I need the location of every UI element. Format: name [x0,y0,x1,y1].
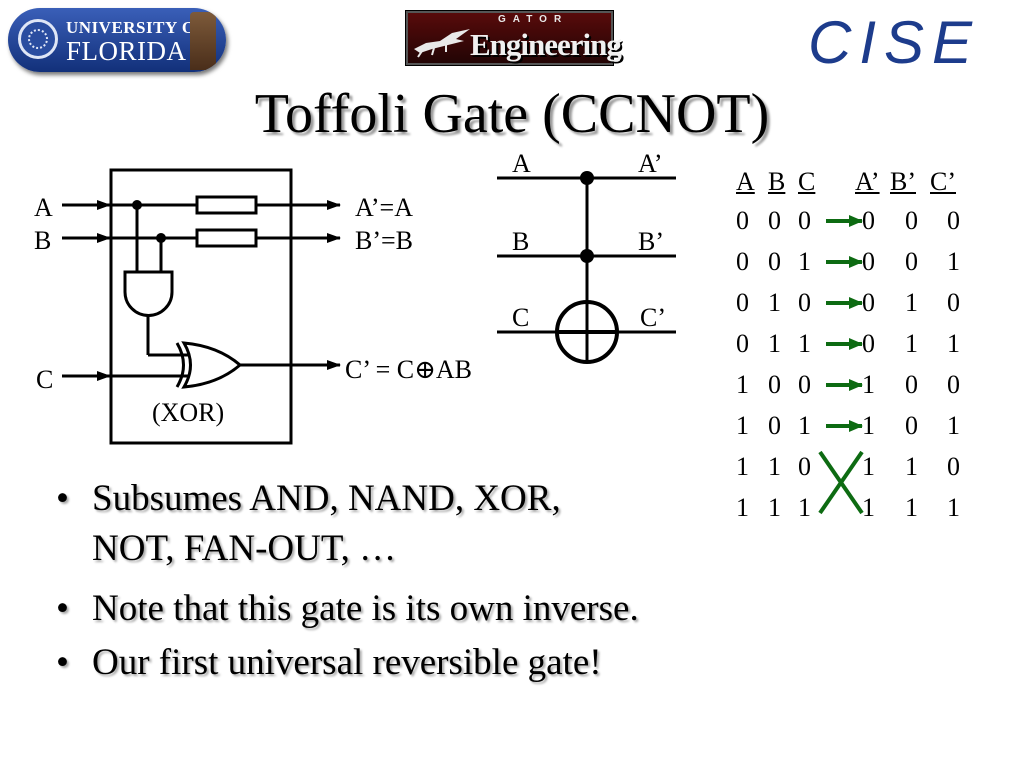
gator-engineering-logo: GATOR Engineering [405,10,622,66]
truth-table-arrows [818,215,864,515]
table-cell-out-6-1: 1 [905,452,918,481]
table-header-in-2: C [798,167,816,196]
bullet-item-subsumes: Subsumes AND, NAND, XOR, NOT, FAN-OUT, … [52,474,792,574]
circuit-input-b: B [34,226,51,255]
table-cell-out-0-0: 0 [862,206,875,235]
table-cell-in-2-0: 0 [736,288,749,317]
table-cell-out-3-1: 1 [905,329,918,358]
and-gate [123,270,174,317]
table-cell-out-3-0: 0 [862,329,875,358]
toffoli-symbol [497,171,676,364]
table-cell-in-1-1: 0 [768,247,781,276]
table-cell-in-5-2: 1 [798,411,811,440]
table-cell-in-0-2: 0 [798,206,811,235]
table-cell-out-7-1: 1 [905,493,918,522]
bullet-text-line1: Subsumes AND, NAND, XOR, [92,478,561,519]
symbol-label-c-out: C’ [640,303,666,332]
table-cell-in-3-0: 0 [736,329,749,358]
uf-seal-icon [18,19,58,59]
table-cell-in-4-2: 0 [798,370,811,399]
bullet-item-inverse: Note that this gate is its own inverse. [52,582,792,636]
table-cell-out-1-2: 1 [947,247,960,276]
table-cell-out-5-1: 0 [905,411,918,440]
xor-label: (XOR) [152,398,224,427]
circuit-output-b: B’=B [355,226,413,255]
xor-gate [181,341,243,389]
table-cell-in-4-0: 1 [736,370,749,399]
gator-icon [414,29,470,58]
circuit-output-c: C’ = C⊕AB [345,355,472,384]
bullet-text-line2: NOT, FAN-OUT, … [92,528,397,569]
century-tower-icon [190,12,216,70]
table-header-in-0: A [736,167,755,196]
table-cell-out-7-0: 1 [862,493,875,522]
table-cell-out-3-2: 1 [947,329,960,358]
table-cell-in-3-2: 1 [798,329,811,358]
table-cell-out-2-2: 0 [947,288,960,317]
table-cell-in-4-1: 0 [768,370,781,399]
gator-logo-top-text: GATOR [498,14,569,25]
table-cell-out-2-1: 1 [905,288,918,317]
table-cell-out-6-0: 1 [862,452,875,481]
uf-logo-line1: UNIVERSITY OF [66,18,207,37]
bullet-item-universal: Our first universal reversible gate! [52,636,792,690]
table-cell-in-5-0: 1 [736,411,749,440]
table-cell-in-0-0: 0 [736,206,749,235]
university-of-florida-logo: UNIVERSITY OF FLORIDA [8,8,226,72]
table-cell-out-5-0: 1 [862,411,875,440]
table-cell-in-2-1: 1 [768,288,781,317]
table-cell-in-6-2: 0 [798,452,811,481]
table-cell-out-7-2: 1 [947,493,960,522]
cise-logo: CISE [808,9,981,76]
table-cell-out-6-2: 0 [947,452,960,481]
table-cell-out-5-2: 1 [947,411,960,440]
gator-logo-main-text: Engineering [470,27,622,62]
xor-back-curve [175,342,185,388]
table-cell-out-4-1: 0 [905,370,918,399]
circuit-input-c: C [36,365,53,394]
circuit-box [109,168,293,445]
mapping-cross-line-2 [818,450,864,515]
table-cell-in-1-2: 1 [798,247,811,276]
table-cell-in-2-2: 0 [798,288,811,317]
table-cell-in-1-0: 0 [736,247,749,276]
symbol-label-b-out: B’ [638,227,664,256]
table-cell-out-0-1: 0 [905,206,918,235]
buffer-b [195,228,258,248]
symbol-label-c: C [512,303,529,332]
slide-title: Toffoli Gate (CCNOT) [254,83,770,145]
table-cell-out-1-1: 0 [905,247,918,276]
symbol-label-b: B [512,227,529,256]
table-cell-out-2-0: 0 [862,288,875,317]
table-cell-in-0-1: 0 [768,206,781,235]
table-header-in-1: B [768,167,786,196]
table-cell-in-5-1: 0 [768,411,781,440]
table-cell-out-4-2: 0 [947,370,960,399]
table-cell-in-7-2: 1 [798,493,811,522]
table-header-out-2: C’ [930,167,956,196]
table-header-out-0: A’ [855,167,880,196]
symbol-label-a: A [512,149,531,178]
circuit-diagram [62,168,341,445]
table-header-out-1: B’ [890,167,916,196]
table-cell-out-1-0: 0 [862,247,875,276]
control-dot-a [580,171,594,185]
control-dot-b [580,249,594,263]
circuit-input-a: A [34,193,53,222]
table-cell-in-3-1: 1 [768,329,781,358]
table-cell-out-4-0: 1 [862,370,875,399]
circuit-output-a: A’=A [355,193,413,222]
buffer-a [195,195,258,215]
bullet-list: Subsumes AND, NAND, XOR, NOT, FAN-OUT, …… [52,474,792,690]
table-cell-out-0-2: 0 [947,206,960,235]
symbol-label-a-out: A’ [638,149,663,178]
uf-logo-line2: FLORIDA [66,36,187,66]
